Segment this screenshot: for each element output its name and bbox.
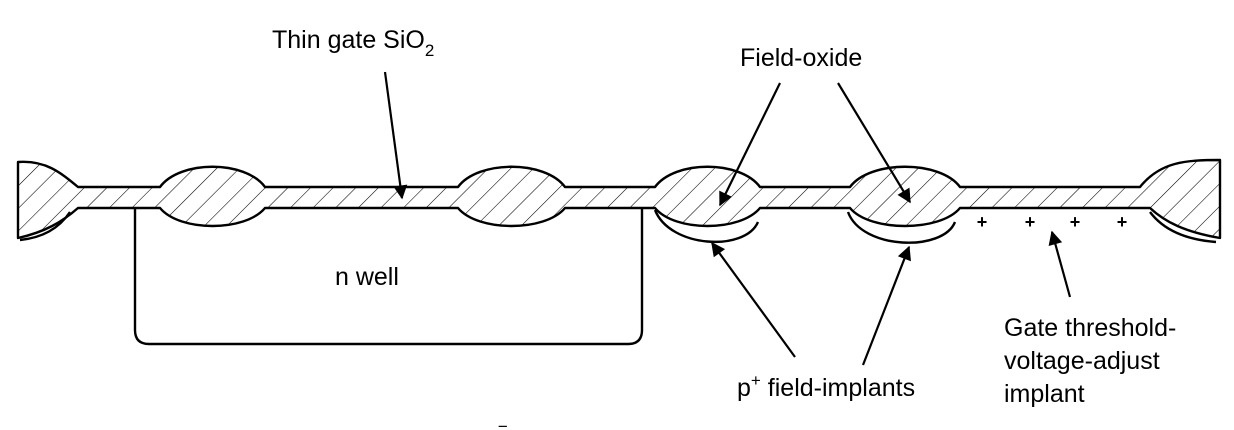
implant-plus-3: +	[1070, 212, 1081, 232]
implant-plus-2: +	[1025, 212, 1036, 232]
right-edge-implant	[1149, 211, 1217, 244]
arrow-gate-threshold-implant	[1048, 230, 1072, 298]
p-field-implant-2	[846, 211, 957, 244]
arrow-field-oxide-1	[719, 82, 781, 207]
label-substrate: p−	[484, 417, 508, 430]
arrow-p-field-implant-2	[861, 245, 911, 366]
oxide-layer	[16, 158, 1222, 240]
arrow-p-field-implant-1	[711, 241, 796, 358]
n-well-outline	[133, 208, 644, 346]
implant-plus-4: +	[1117, 212, 1128, 232]
p-field-implant-1	[653, 209, 760, 244]
label-gate-threshold-line3: implant	[1004, 380, 1085, 408]
left-edge-implant	[19, 211, 71, 242]
arrow-thin-gate-oxide	[383, 71, 408, 200]
label-thin-gate-oxide: Thin gate SiO2	[272, 26, 434, 60]
label-gate-threshold-line2: voltage-adjust	[1004, 347, 1160, 375]
label-gate-threshold-line1: Gate threshold-	[1004, 314, 1176, 342]
implant-plus-1: +	[977, 212, 988, 232]
label-n-well: n well	[335, 263, 399, 291]
label-field-oxide: Field-oxide	[740, 44, 862, 72]
label-p-field-implants: p+ field-implants	[737, 371, 915, 402]
arrow-field-oxide-2	[837, 82, 911, 204]
